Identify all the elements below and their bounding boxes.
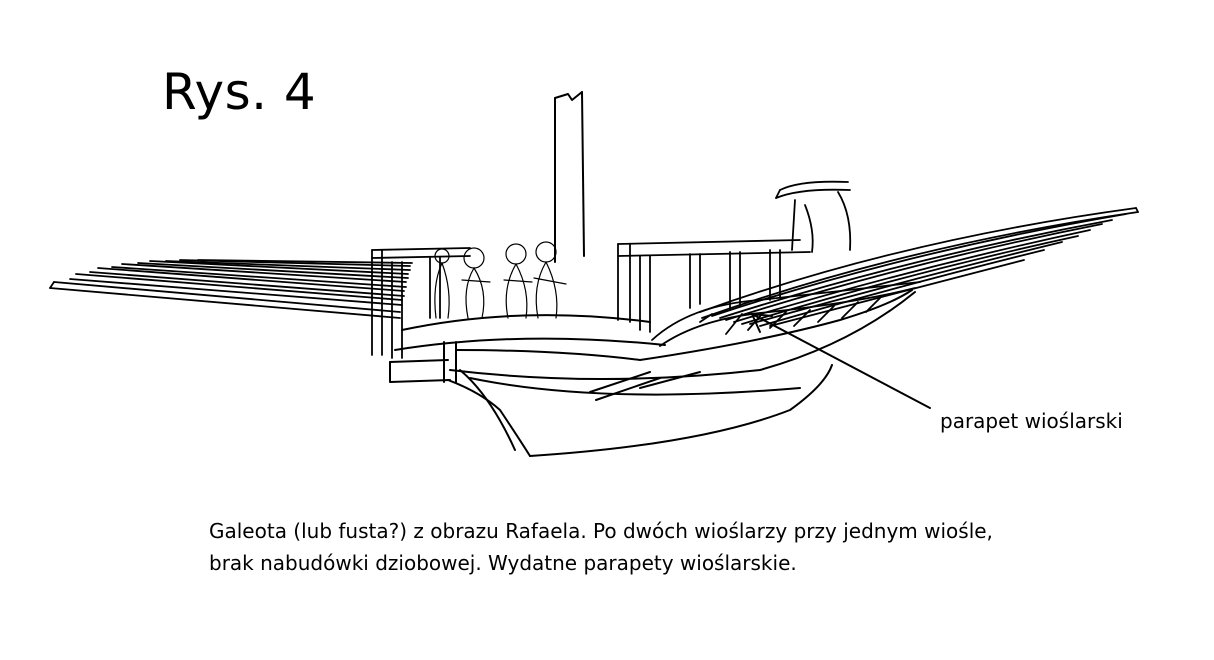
figure-caption: Galeota (lub fusta?) z obrazu Rafaela. P… xyxy=(209,515,1109,579)
rowers xyxy=(434,241,567,319)
rowing-parapet xyxy=(651,281,921,347)
deck-rail xyxy=(371,239,811,359)
mast xyxy=(554,91,585,263)
figure-title: Rys. 4 xyxy=(162,63,317,121)
stern-structure xyxy=(775,180,852,253)
caption-line-1: Galeota (lub fusta?) z obrazu Rafaela. P… xyxy=(209,519,993,543)
annotation-label: parapet wioślarski xyxy=(940,409,1123,433)
caption-line-2: brak nabudówki dziobowej. Wydatne parape… xyxy=(209,551,797,575)
left-oars xyxy=(49,259,413,319)
annotation-arrow xyxy=(751,313,931,409)
hull xyxy=(389,289,916,457)
right-oars xyxy=(699,207,1139,327)
